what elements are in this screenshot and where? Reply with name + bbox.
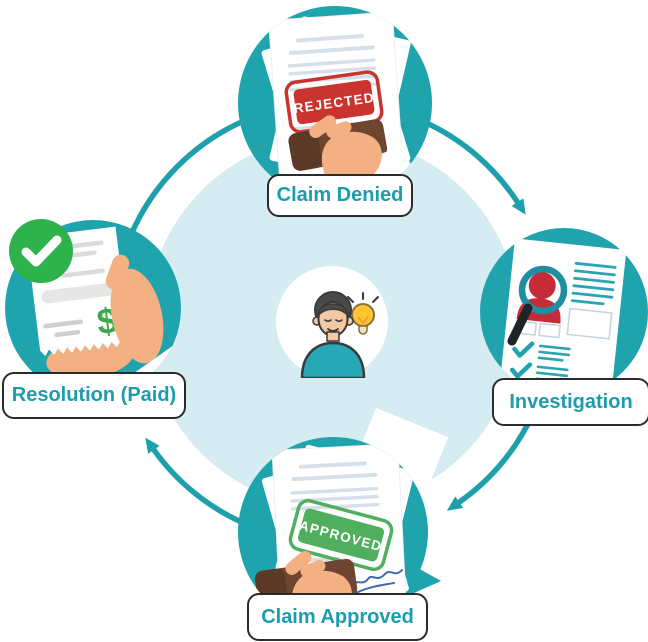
person-icon [300, 291, 366, 380]
arrowhead-icon [446, 496, 464, 511]
arrow-denied-to-investigation [426, 121, 521, 205]
check-icon [509, 362, 533, 379]
checkmark-badge-icon [9, 219, 73, 283]
arrow-approved-to-resolution [151, 447, 247, 526]
hand-icon [309, 115, 382, 178]
rejected-claim-documents-icon: REJECTED [261, 11, 416, 198]
stage-circle-investigation [480, 228, 648, 396]
signature [349, 569, 403, 594]
stage-label-claim-denied: Claim Denied [267, 174, 413, 217]
center-circle [276, 266, 388, 380]
stage-label-claim-approved: Claim Approved [247, 593, 428, 641]
check-icon [512, 341, 535, 358]
lightbulb-icon [347, 292, 379, 335]
magnifier-icon [507, 265, 568, 346]
person-idea-lightbulb-icon [300, 291, 379, 380]
rejected-stamp: REJECTED [284, 70, 384, 134]
magnifier-over-profile-document-icon [499, 238, 627, 396]
arrowhead-icon [145, 437, 160, 454]
stage-label-investigation: Investigation [492, 378, 648, 426]
stage-circle-claim-denied: REJECTED [238, 6, 432, 200]
arrowhead-icon [511, 198, 526, 215]
arrow-resolution-to-denied [127, 116, 250, 239]
stage-label-resolution-paid: Resolution (Paid) [2, 372, 186, 419]
